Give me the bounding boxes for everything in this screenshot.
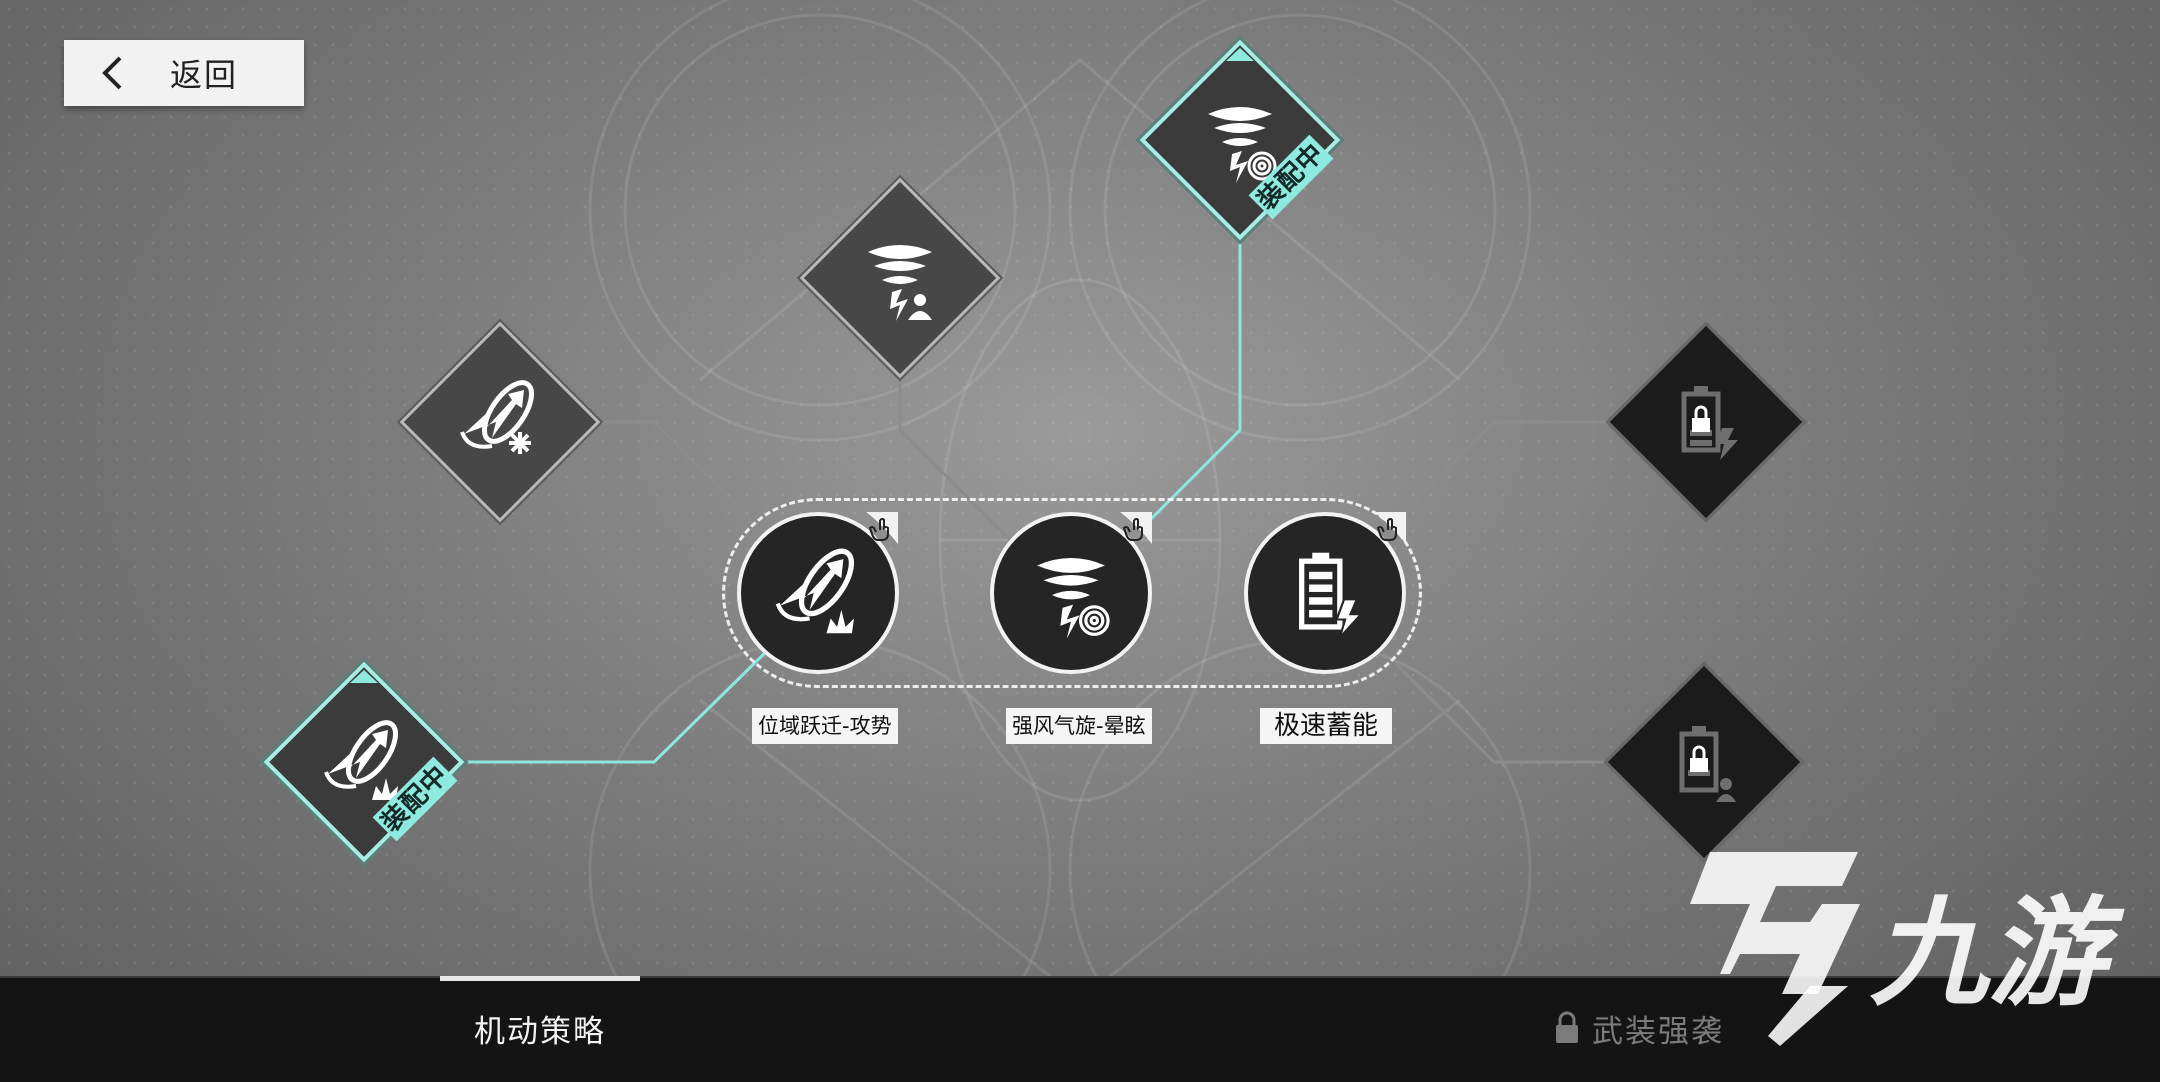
battery-lock-icon	[1681, 386, 1738, 460]
lock-icon	[1556, 1011, 1578, 1043]
warp-arrow-burst-icon	[775, 548, 855, 634]
node-vortex-stun[interactable]: 装配中	[1139, 39, 1341, 241]
active-skill-group-frame	[722, 498, 1422, 688]
chevron-left-icon	[102, 56, 122, 90]
equipped-marker	[350, 670, 378, 683]
skill-label: 强风气旋-晕眩	[1006, 708, 1152, 744]
skill-label: 位域跃迁-攻势	[752, 708, 898, 744]
equipped-marker	[1226, 48, 1254, 61]
node-charge-locked-1[interactable]	[1605, 321, 1807, 523]
tap-hand-icon	[1374, 512, 1406, 544]
tornado-spiral-icon	[1208, 107, 1277, 183]
link-locked-bottom	[1394, 662, 1612, 764]
tab-armed-assault[interactable]: 武装强袭	[1508, 976, 1768, 1080]
tap-hand-icon	[866, 512, 898, 544]
skill-label: 极速蓄能	[1260, 708, 1393, 744]
node-warp-freeze[interactable]	[399, 321, 601, 523]
node-vortex-shield[interactable]	[799, 177, 1001, 379]
skill-warp-attack[interactable]	[737, 512, 899, 674]
link-warp-attack	[462, 646, 772, 764]
battery-charge-icon	[1299, 552, 1364, 639]
node-warp-attack[interactable]: 装配中	[263, 661, 465, 863]
back-button[interactable]: 返回	[64, 40, 304, 106]
watermark-text: 九游	[1870, 884, 2125, 1022]
jiuyou-watermark-logo: 九游	[1690, 852, 2125, 1046]
tornado-spiral-icon	[1037, 558, 1110, 639]
link-vortex-stun	[1138, 240, 1242, 532]
warp-arrow-snowflake-icon	[460, 380, 534, 454]
tab-label: 武装强袭	[1592, 1013, 1724, 1050]
skill-quick-charge[interactable]	[1244, 512, 1406, 674]
warp-arrow-burst-icon	[324, 720, 398, 800]
skill-vortex-stun[interactable]	[990, 512, 1152, 674]
tornado-person-icon	[868, 245, 932, 321]
link-warp-freeze	[596, 420, 772, 542]
back-button-label: 返回	[170, 56, 239, 94]
tab-mobility-strategy[interactable]: 机动策略	[440, 976, 640, 1080]
battery-lock-icon	[1679, 726, 1736, 802]
tab-label: 机动策略	[474, 1013, 606, 1050]
node-charge-locked-2[interactable]	[1603, 661, 1805, 863]
link-locked-top	[1394, 420, 1612, 522]
tap-hand-icon	[1120, 512, 1152, 544]
